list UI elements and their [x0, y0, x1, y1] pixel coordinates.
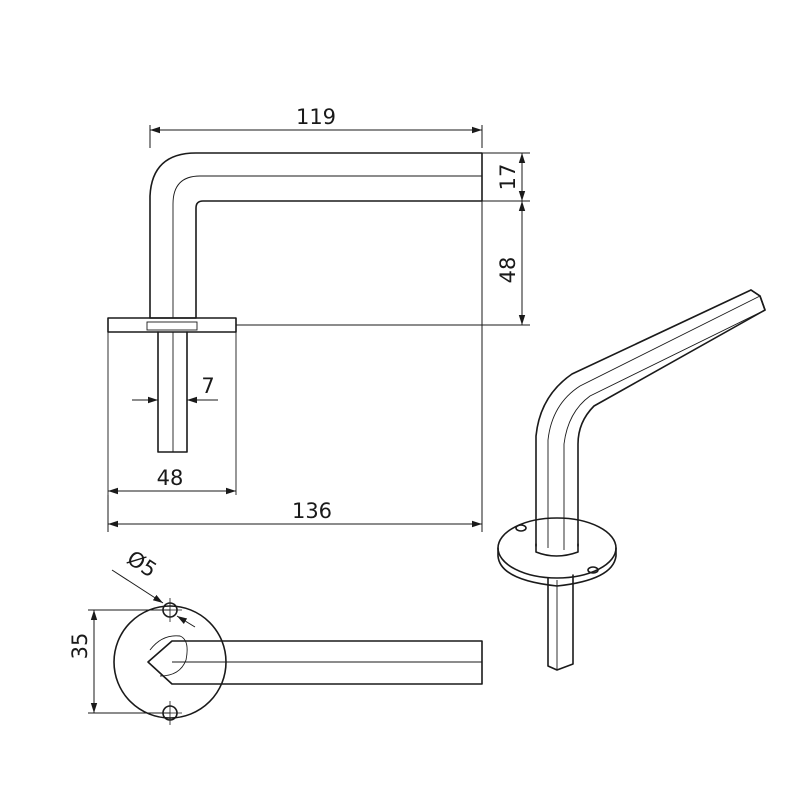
- dim-line-hole-2: [176, 615, 196, 628]
- spindle: [157, 331, 188, 453]
- iso-spindle: [547, 574, 574, 671]
- lever-top-outline: [147, 640, 483, 685]
- extension-lines-35: [88, 609, 170, 714]
- iso-lever-end: [750, 289, 766, 311]
- iso-hole-left: [515, 524, 527, 532]
- dim-line-hole: [111, 569, 164, 604]
- lever-centerline: [172, 175, 482, 318]
- iso-lever-ridge-2: [563, 309, 766, 550]
- dim-label-48-horizontal: 48: [157, 466, 184, 490]
- front-view: 119 17 48 7 48 136: [107, 105, 530, 532]
- lever-outline: [149, 152, 483, 319]
- iso-lever-outline: [535, 289, 766, 547]
- extension-lines: [107, 125, 530, 532]
- dim-label-7: 7: [201, 374, 214, 398]
- isometric-view: [497, 289, 766, 671]
- iso-hole-right: [587, 566, 599, 574]
- iso-rose-edge: [497, 547, 617, 587]
- dim-label-48-vertical: 48: [496, 257, 520, 284]
- dim-label-17: 17: [496, 164, 520, 191]
- iso-collar: [535, 543, 579, 557]
- lever-top-ridge: [147, 640, 482, 685]
- dim-label-35: 35: [68, 633, 92, 660]
- rose-collar: [146, 321, 198, 331]
- dim-label-hole: Ø5: [123, 546, 161, 582]
- iso-lever-ridge: [547, 295, 761, 548]
- collar-outline: [149, 635, 188, 677]
- rose-projection: [107, 332, 237, 495]
- dim-label-119: 119: [296, 105, 336, 129]
- top-view: Ø5 35: [68, 546, 483, 725]
- dim-label-136: 136: [292, 499, 332, 523]
